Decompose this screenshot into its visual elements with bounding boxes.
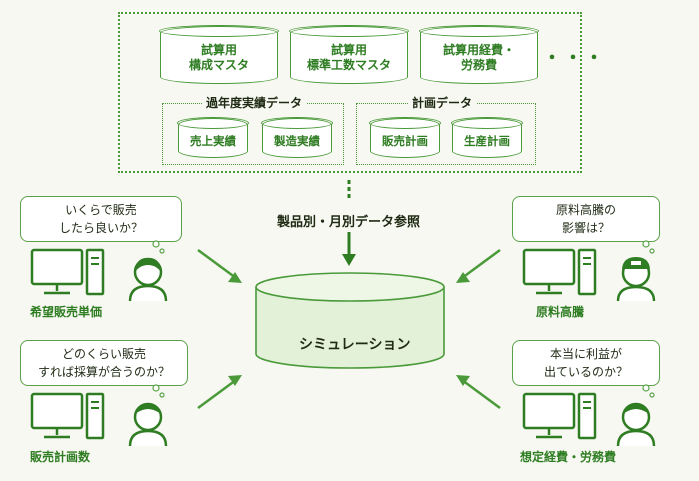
plan-data-sales-plan: 販売計画 bbox=[369, 117, 441, 158]
computer-icon-material bbox=[522, 248, 597, 296]
reference-label: 製品別・月別データ参照 bbox=[277, 215, 421, 230]
caption-price: 希望販売単価 bbox=[30, 305, 103, 319]
computer-icon-price bbox=[30, 248, 105, 296]
master-db-composition: 試算用 構成マスタ bbox=[159, 25, 279, 84]
bubble-tail-volume bbox=[152, 384, 165, 398]
simulation-label: シミュレーション bbox=[299, 337, 411, 353]
data-sources-container bbox=[118, 12, 582, 173]
person-icon-worker bbox=[616, 257, 656, 302]
computer-icon-profit bbox=[522, 392, 597, 440]
caption-profit: 想定経費・労務費 bbox=[520, 450, 617, 464]
bubble-tail-profit bbox=[642, 384, 655, 398]
question-bubble-price: いくらで販売 したら良いか？ bbox=[20, 196, 182, 242]
caption-material: 原料高騰 bbox=[536, 305, 585, 319]
bubble-tail-price bbox=[152, 240, 165, 254]
past-results-title: 過年度実績データ bbox=[202, 94, 307, 111]
question-bubble-volume: どのくらい販売 すれば採算が合うのか？ bbox=[20, 340, 188, 386]
question-bubble-profit: 本当に利益が 出ているのか？ bbox=[512, 340, 660, 386]
past-results-sales: 売上実績 bbox=[177, 117, 249, 158]
master-db-composition-label: 試算用 構成マスタ bbox=[188, 43, 249, 72]
caption-volume: 販売計画数 bbox=[30, 450, 91, 464]
master-db-expenses-labor: 試算用経費・ 労務費 bbox=[419, 25, 539, 84]
more-marker: ・・・ bbox=[543, 48, 606, 69]
computer-icon-volume bbox=[30, 392, 105, 440]
plan-data-production-plan: 生産計画 bbox=[451, 117, 523, 158]
past-results-sales-label: 売上実績 bbox=[190, 133, 236, 148]
past-results-manufacturing: 製造実績 bbox=[261, 117, 333, 158]
person-icon-male-right bbox=[616, 402, 656, 447]
bubble-tail-material bbox=[642, 240, 655, 254]
master-db-standard-hours: 試算用 標準工数マスタ bbox=[289, 25, 409, 84]
plan-data-production-plan-label: 生産計画 bbox=[464, 133, 510, 148]
master-db-standard-hours-label: 試算用 標準工数マスタ bbox=[306, 43, 391, 72]
plan-data-title: 計画データ bbox=[408, 94, 477, 111]
simulation-db bbox=[255, 272, 445, 369]
plan-data-sales-plan-label: 販売計画 bbox=[382, 133, 428, 148]
question-bubble-material: 原料高騰の 影響は？ bbox=[512, 196, 660, 242]
person-icon-male-left bbox=[128, 402, 168, 447]
person-icon-female bbox=[128, 257, 168, 302]
master-db-expenses-labor-label: 試算用経費・ 労務費 bbox=[442, 43, 515, 72]
past-results-manufacturing-label: 製造実績 bbox=[274, 133, 320, 148]
